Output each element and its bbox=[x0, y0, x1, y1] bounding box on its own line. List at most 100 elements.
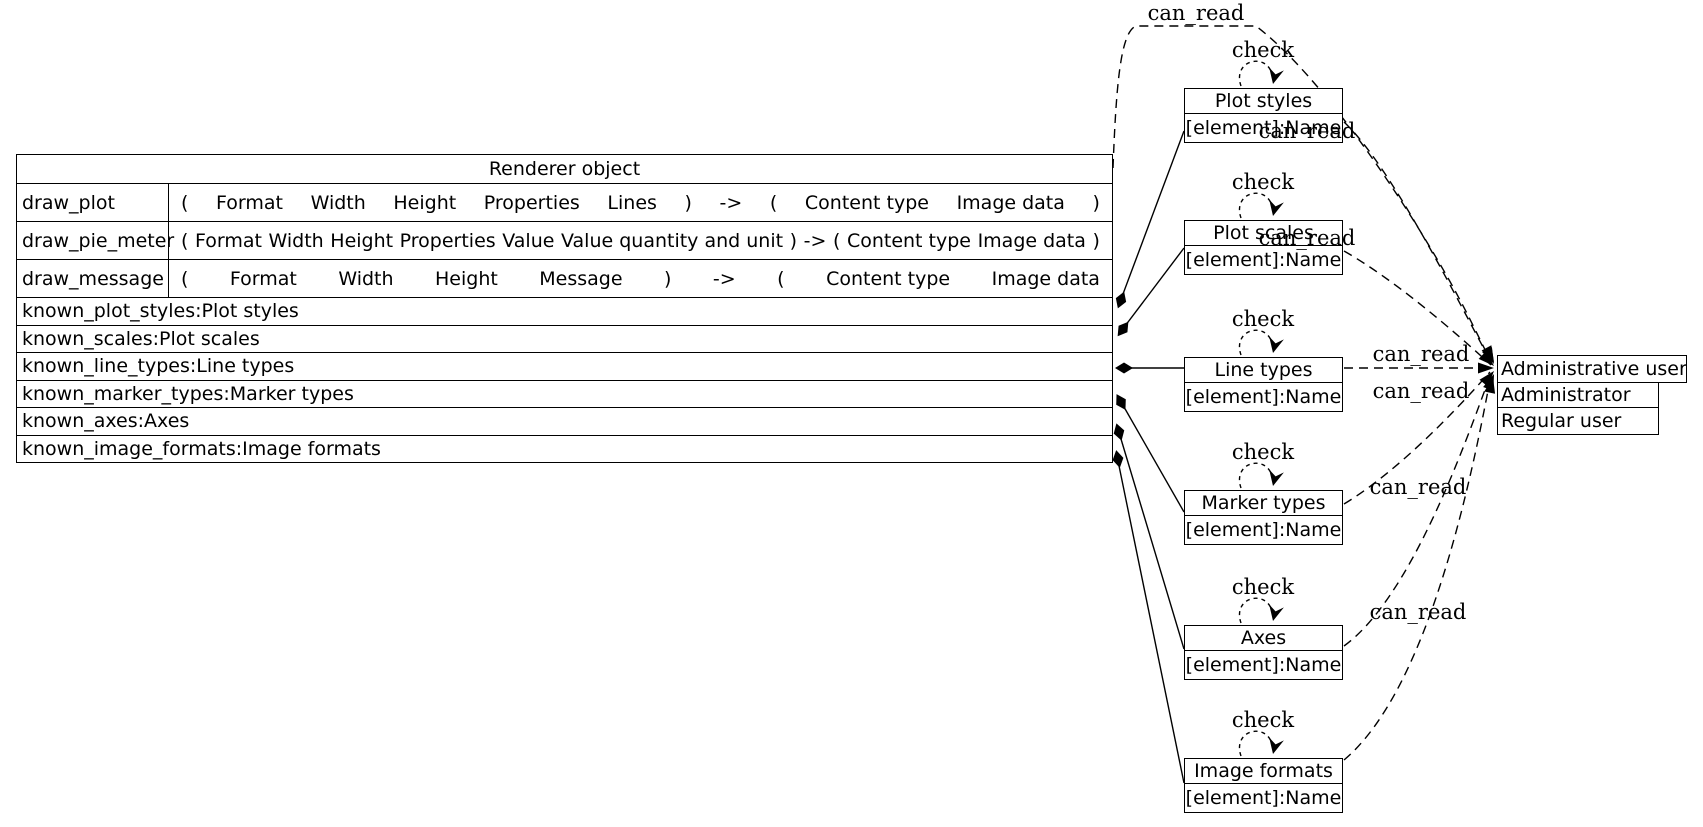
sig-token: Format bbox=[229, 267, 297, 290]
node-field: [element]:Name bbox=[1185, 117, 1342, 139]
edge-can-read-image-formats bbox=[1343, 379, 1491, 761]
edge-check-loop-axes bbox=[1238, 597, 1273, 624]
sig-token: ( bbox=[181, 267, 189, 290]
label-can-read-plot-scales: can_read bbox=[1258, 226, 1356, 250]
edge-can-read-plot-styles bbox=[1343, 121, 1492, 363]
sig-token: -> bbox=[719, 191, 743, 214]
arrowhead-can-read-line-types bbox=[1478, 362, 1494, 374]
method-name: draw_pie_meter bbox=[17, 222, 174, 259]
diamond-plot-scales bbox=[1117, 321, 1129, 337]
arrowhead-check-line-types bbox=[1269, 336, 1284, 353]
sig-token: ) bbox=[684, 191, 692, 214]
label-can-read-line-types: can_read bbox=[1372, 342, 1470, 366]
node-line-types: Line types [element]:Name bbox=[1184, 357, 1343, 412]
user-type-administrator: Administrator bbox=[1497, 381, 1659, 409]
sig-token: Image data bbox=[977, 229, 1086, 252]
edge-owns-axes bbox=[1117, 428, 1185, 650]
node-field: [element]:Name bbox=[1185, 654, 1342, 676]
edge-owns-plot-styles bbox=[1119, 130, 1185, 303]
node-title: Plot styles bbox=[1185, 89, 1342, 114]
node-field: [element]:Name bbox=[1185, 386, 1342, 408]
sig-token: -> bbox=[803, 229, 827, 252]
edge-check-loop-image-formats bbox=[1238, 730, 1273, 757]
edge-check-loop-marker-types bbox=[1238, 462, 1273, 489]
node-plot-scales: Plot scales [element]:Name bbox=[1184, 220, 1343, 275]
arrowhead-check-plot-styles bbox=[1269, 67, 1284, 84]
sig-token: Value bbox=[502, 229, 555, 252]
sig-token: Height bbox=[393, 191, 457, 214]
sig-token: Height bbox=[330, 229, 394, 252]
diamond-image-formats bbox=[1112, 450, 1124, 468]
node-administrative-user: Administrative user bbox=[1497, 355, 1687, 383]
label-can-read-image-formats: can_read bbox=[1372, 379, 1470, 403]
arrowhead-check-axes bbox=[1269, 604, 1284, 621]
label-check-image-formats: check bbox=[1231, 708, 1295, 732]
sig-token: Value quantity and unit bbox=[561, 229, 784, 252]
attribute-row: known_plot_styles:Plot styles bbox=[17, 297, 1112, 325]
edge-can-read-axes bbox=[1343, 375, 1491, 647]
label-check-axes: check bbox=[1231, 575, 1295, 599]
edge-owns-plot-scales bbox=[1121, 247, 1185, 331]
arrowhead-can-read-image-formats bbox=[1484, 377, 1496, 394]
node-field: [element]:Name bbox=[1185, 249, 1342, 271]
attribute-row: known_image_formats:Image formats bbox=[17, 434, 1112, 463]
sig-token: ) bbox=[1092, 229, 1100, 252]
node-title: Marker types bbox=[1185, 491, 1342, 516]
node-title: Axes bbox=[1185, 626, 1342, 651]
node-marker-types: Marker types [element]:Name bbox=[1184, 490, 1343, 545]
label-check-marker-types: check bbox=[1231, 440, 1295, 464]
label-check-plot-scales: check bbox=[1231, 170, 1295, 194]
sig-token: Content type bbox=[846, 229, 971, 252]
sig-token: Content type bbox=[826, 267, 951, 290]
label-can-read-axes: can_read bbox=[1369, 600, 1467, 624]
attribute-row: known_scales:Plot scales bbox=[17, 324, 1112, 353]
sig-token: Width bbox=[338, 267, 394, 290]
sig-token: Height bbox=[435, 267, 498, 290]
sig-token: ( bbox=[777, 267, 785, 290]
sig-token: ) bbox=[789, 229, 798, 252]
arrowhead-check-plot-scales bbox=[1269, 199, 1284, 216]
edge-owns-image-formats bbox=[1116, 455, 1185, 784]
edge-owns-marker-types bbox=[1119, 399, 1185, 513]
sig-token: Message bbox=[539, 267, 623, 290]
arrowhead-check-marker-types bbox=[1269, 469, 1284, 486]
sig-token: Image data bbox=[956, 191, 1065, 214]
method-row-draw-pie-meter: draw_pie_meter ( Format Width Height Pro… bbox=[17, 221, 1112, 259]
edge-check-loop-line-types bbox=[1238, 329, 1273, 356]
edge-check-loop-plot-scales bbox=[1238, 192, 1273, 219]
label-can-read-marker-types: can_read bbox=[1369, 475, 1467, 499]
sig-token: Width bbox=[310, 191, 366, 214]
label-can-read-renderer: can_read bbox=[1147, 1, 1245, 25]
node-title: Image formats bbox=[1185, 759, 1342, 784]
arrowhead-can-read-plot-scales bbox=[1478, 350, 1494, 366]
attribute-row: known_axes:Axes bbox=[17, 407, 1112, 435]
node-image-formats: Image formats [element]:Name bbox=[1184, 758, 1343, 813]
node-axes: Axes [element]:Name bbox=[1184, 625, 1343, 680]
diamond-plot-styles bbox=[1115, 291, 1127, 309]
sig-token: Properties bbox=[483, 191, 580, 214]
method-name: draw_plot bbox=[17, 184, 169, 221]
arrowhead-check-image-formats bbox=[1269, 737, 1284, 754]
attribute-row: known_line_types:Line types bbox=[17, 352, 1112, 380]
sig-token: Format bbox=[216, 191, 283, 214]
sig-token: -> bbox=[712, 267, 736, 290]
label-check-line-types: check bbox=[1231, 307, 1295, 331]
method-signature: ( Format Width Height Message ) -> ( Con… bbox=[169, 260, 1112, 297]
diamond-marker-types bbox=[1116, 394, 1126, 410]
label-can-read-plot-styles: can_read bbox=[1258, 119, 1356, 143]
sig-token: Properties bbox=[399, 229, 496, 252]
sig-token: ( bbox=[769, 191, 778, 214]
node-plot-styles: Plot styles [element]:Name bbox=[1184, 88, 1343, 143]
node-title: Line types bbox=[1185, 358, 1342, 383]
renderer-object-node: Renderer object draw_plot ( Format Width… bbox=[16, 154, 1113, 463]
user-type-regular-user: Regular user bbox=[1497, 407, 1659, 435]
method-row-draw-plot: draw_plot ( Format Width Height Properti… bbox=[17, 183, 1112, 221]
edge-can-read-renderer bbox=[1112, 25, 1492, 362]
sig-token: Image data bbox=[991, 267, 1100, 290]
sig-token: ) bbox=[664, 267, 672, 290]
sig-token: Format bbox=[194, 229, 262, 252]
sig-token: Lines bbox=[607, 191, 657, 214]
sig-token: ) bbox=[1092, 191, 1100, 214]
diamond-axes bbox=[1113, 423, 1125, 441]
